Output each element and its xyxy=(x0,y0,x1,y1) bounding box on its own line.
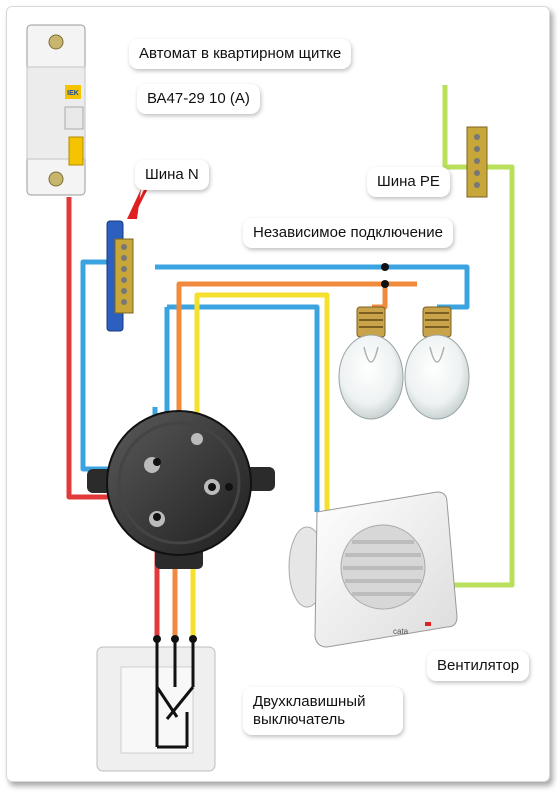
label-independent-connection: Независимое подключение xyxy=(243,218,453,248)
label-breaker-model: ВА47-29 10 (А) xyxy=(137,84,260,114)
pointer-arrow-icon xyxy=(127,189,141,219)
fan-brand: cata xyxy=(393,627,409,636)
label-fan: Вентилятор xyxy=(427,651,530,681)
bus-bar-pe-icon xyxy=(466,126,488,198)
label-double-switch-line2: выключатель xyxy=(253,711,346,728)
label-double-switch: Двухклавишный выключатель xyxy=(243,687,403,735)
wiring-diagram: IEK xyxy=(26,24,515,772)
light-bulb-icon xyxy=(338,306,404,420)
label-double-switch-line1: Двухклавишный xyxy=(253,693,366,710)
circuit-breaker-icon: IEK xyxy=(26,24,86,196)
breaker-brand: IEK xyxy=(67,90,79,97)
pe-wire xyxy=(437,85,515,588)
bus-bar-n-icon xyxy=(106,186,149,332)
junction-dots xyxy=(153,263,389,643)
label-bus-n: Шина N xyxy=(135,160,209,190)
exhaust-fan-icon: cata xyxy=(288,491,458,648)
label-breaker-title: Автомат в квартирном щитке xyxy=(129,39,352,69)
junction-box-icon xyxy=(87,410,275,569)
light-bulb-icon xyxy=(404,306,470,420)
diagram-frame: IEK xyxy=(6,6,550,782)
label-bus-pe: Шина PE xyxy=(367,167,450,197)
double-switch-icon xyxy=(96,639,216,772)
